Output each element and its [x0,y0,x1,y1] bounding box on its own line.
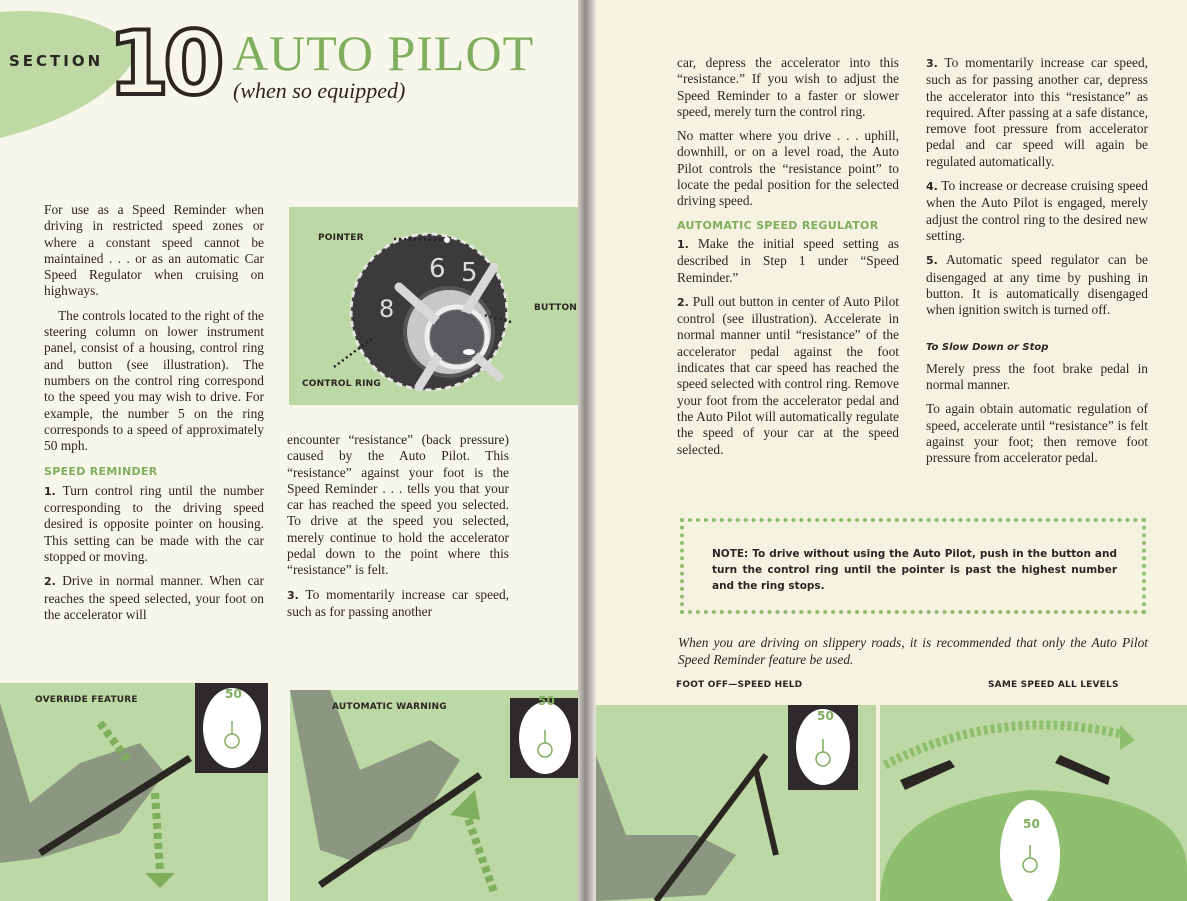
page-title: AUTO PILOT [232,25,535,81]
intro-paragraph: The controls located to the right of the… [44,307,264,454]
dial-number-8: 8 [379,295,394,323]
list-item-continued: car, depress the accelerator into this “… [677,55,899,119]
slippery-roads-note: When you are driving on slippery roads, … [678,635,1148,667]
right-column-1: car, depress the accelerator into this “… [677,55,899,466]
foot-pedal-icon [596,705,858,901]
same-speed-all-levels-panel: 50 [880,705,1187,901]
note-text: NOTE: To drive without using the Auto Pi… [712,548,1117,592]
foot-off-speed-held-panel: 50 [596,705,876,901]
slow-down-paragraph: To again obtain automatic regulation of … [926,401,1148,466]
note-box: NOTE: To drive without using the Auto Pi… [680,518,1146,614]
section-label: SECTION [9,52,104,70]
foot-pedal-icon [290,690,578,897]
anywhere-paragraph: No matter where you drive . . . uphill, … [677,128,899,209]
list-item: 5. Automatic speed regulator can be dise… [926,252,1148,318]
panel-label: AUTOMATIC WARNING [332,702,447,712]
page-subtitle: (when so equipped) [233,78,406,103]
speed-dial-value: 50 [817,709,835,723]
speed-dial-value: 50 [538,694,556,708]
control-dial-icon: 6 5 8 [333,232,512,392]
hill-cars-icon [880,720,1187,901]
override-feature-panel: OVERRIDE FEATURE 50 [0,683,268,901]
auto-pilot-control-illustration: 6 5 8 POINTER BUTTON CONTROL RING [289,207,578,405]
panel-label: FOOT OFF—SPEED HELD [676,680,803,690]
list-item: 1. Turn control ring until the number co… [44,482,264,564]
slow-down-heading: To Slow Down or Stop [926,342,1049,354]
panel-label: SAME SPEED ALL LEVELS [988,680,1119,690]
list-item: 2. Drive in normal manner. When car reac… [44,573,264,622]
list-item: 4. To increase or decrease cruising spee… [926,178,1149,243]
pointer-label: POINTER [318,233,364,243]
foot-pedal-icon [0,683,268,888]
column-2: encounter “resistance” (back pressure) c… [287,432,509,628]
book-spine [578,0,596,901]
list-item: 3. To momentarily increase car speed, su… [926,55,1149,169]
regulator-heading: AUTOMATIC SPEED REGULATOR [677,218,879,232]
dial-number-6: 6 [429,254,446,284]
intro-paragraph: For use as a Speed Reminder when driving… [44,202,264,299]
dial-number-5: 5 [461,258,478,288]
section-tab-shape [0,11,140,138]
button-label: BUTTON [534,303,578,313]
control-ring-label: CONTROL RING [302,379,381,389]
automatic-warning-panel: AUTOMATIC WARNING 50 [290,690,578,901]
list-item: 2. Pull out button in center of Auto Pil… [677,293,899,457]
list-item: 3. To momentarily increase car speed, su… [287,586,510,619]
speed-dial-value: 50 [1023,817,1041,831]
right-column-2: 3. To momentarily increase car speed, su… [926,55,1148,475]
section-number: 10 [106,12,227,116]
left-page: SECTION 10 AUTO PILOT (when so equipped)… [0,0,580,901]
speed-reminder-heading: SPEED REMINDER [44,465,158,479]
slow-down-paragraph: Merely press the foot brake pedal in nor… [926,360,1148,393]
list-item: 1. Make the initial speed setting as des… [677,235,899,285]
right-page: car, depress the accelerator into this “… [596,0,1187,901]
panel-label: OVERRIDE FEATURE [35,695,138,705]
list-item-continued: encounter “resistance” (back pressure) c… [287,432,509,578]
intro-column: For use as a Speed Reminder when driving… [44,202,264,631]
speed-dial-value: 50 [225,687,243,701]
